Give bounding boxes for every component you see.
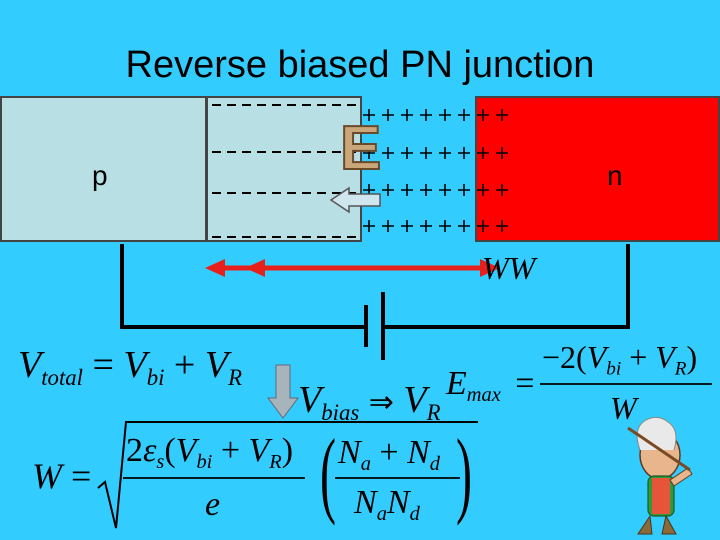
emax-denominator: W (610, 390, 637, 426)
width-label: WW (482, 250, 536, 286)
width-equation-numerator: 2εs(Vbi + VR) (126, 432, 294, 474)
bias-circuit (120, 244, 630, 360)
left-paren: ( (319, 419, 336, 526)
doping-denominator: NaNd (354, 484, 420, 526)
width-arrow (205, 259, 500, 277)
depletion-region-p-side (207, 96, 362, 242)
electric-field-label: E (339, 114, 382, 183)
n-label: n (607, 160, 623, 191)
negative-charges (212, 104, 356, 238)
emax-equation-lhs: Emax = (446, 365, 535, 407)
p-label: p (92, 160, 108, 191)
field-arrow (329, 186, 381, 214)
emax-numerator: −2(Vbi + VR) (542, 339, 698, 380)
slide-title: Reverse biased PN junction (125, 44, 595, 86)
p-region: p (0, 96, 207, 242)
doping-numerator: Na + Nd (338, 434, 440, 476)
vtotal-equation: Vtotal = Vbi + VR (18, 344, 243, 390)
n-region: n (475, 96, 720, 242)
right-paren: ) (455, 419, 472, 526)
positive-charges (362, 109, 509, 233)
width-equation-e: e (205, 486, 221, 523)
width-equation-lhs: W = (32, 456, 92, 496)
sqrt-sign (97, 421, 478, 529)
down-arrow (267, 364, 299, 419)
vbias-equation: Vbias ⇒ VR (298, 379, 441, 425)
professor-cartoon (627, 416, 693, 535)
